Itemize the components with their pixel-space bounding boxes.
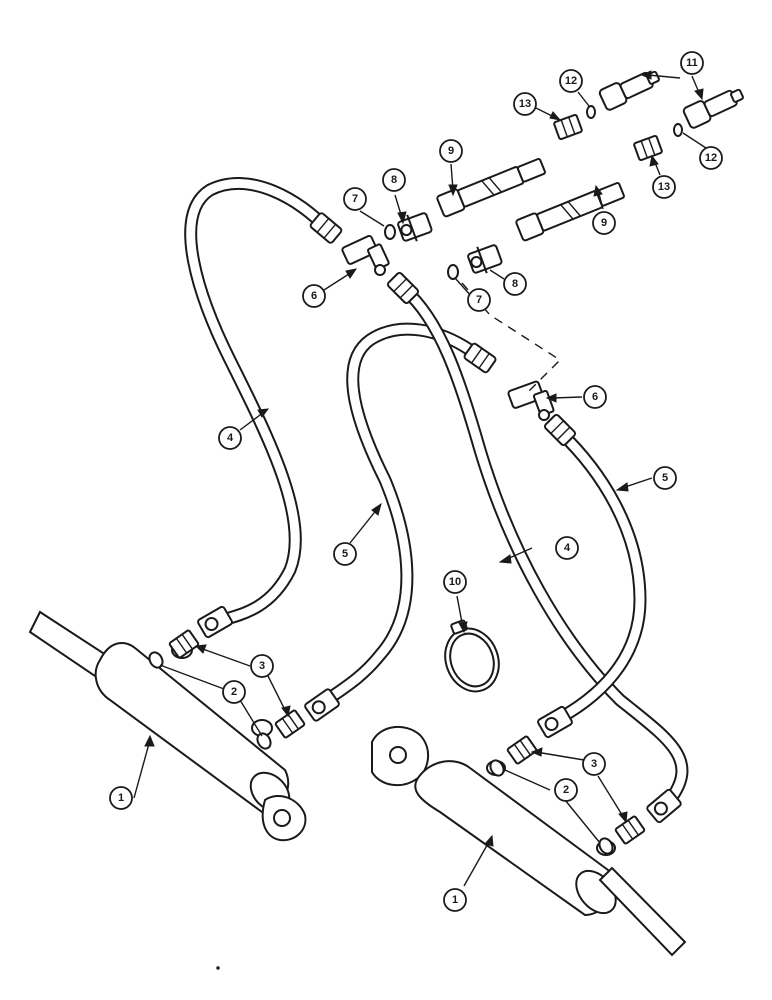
adapter-upper [553, 114, 583, 140]
callout-label: 11 [686, 57, 698, 69]
o-ring-12-lower [673, 123, 683, 137]
callout-label: 7 [352, 193, 358, 205]
callout-label: 7 [476, 294, 482, 306]
callout-5: 5 [653, 466, 677, 490]
callout-2: 2 [222, 680, 246, 704]
callout-label: 6 [592, 391, 598, 403]
hose-end-fitting [646, 788, 682, 824]
o-ring-12-upper [586, 105, 596, 119]
callout-8: 8 [503, 272, 527, 296]
callout-label: 8 [512, 278, 518, 290]
hose-end-fitting [537, 705, 573, 739]
hose-end-fitting [197, 605, 233, 639]
adapter-lower [633, 135, 663, 161]
cylinder-left [28, 610, 307, 842]
callout-label: 13 [658, 181, 670, 193]
hose-end-fittings [197, 212, 682, 824]
coupler-body-lower [467, 244, 503, 274]
callout-9: 9 [439, 139, 463, 163]
callout-label: 2 [563, 784, 569, 796]
callout-12: 12 [559, 69, 583, 93]
callout-label: 12 [565, 75, 577, 87]
o-ring-upper [384, 224, 396, 240]
callout-6: 6 [583, 385, 607, 409]
callout-label: 10 [449, 576, 461, 588]
coupler-body-upper [397, 212, 433, 242]
callout-10: 10 [443, 570, 467, 594]
hose-end-fitting [309, 212, 343, 244]
o-ring-2-right-lower [598, 837, 614, 855]
callout-label: 5 [342, 548, 348, 560]
quick-coupler-upper [598, 70, 660, 111]
port-adapter-right-upper [506, 735, 538, 765]
callout-label: 4 [564, 542, 571, 554]
callout-label: 5 [662, 472, 668, 484]
callout-label: 2 [231, 686, 237, 698]
coupler-hose-upper [436, 157, 546, 218]
hose-end-fitting [304, 688, 340, 722]
callout-4: 4 [218, 426, 242, 450]
speck [216, 966, 220, 970]
port-adapter-left-upper [168, 629, 200, 659]
o-ring-2-right-upper [489, 759, 505, 777]
callout-3: 3 [582, 752, 606, 776]
callout-7: 7 [467, 288, 491, 312]
callout-label: 9 [601, 217, 607, 229]
callout-label: 6 [311, 290, 317, 302]
callout-6: 6 [302, 284, 326, 308]
callout-label: 12 [705, 152, 717, 164]
callout-8: 8 [382, 168, 406, 192]
callout-9: 9 [592, 211, 616, 235]
callout-label: 8 [391, 174, 397, 186]
callout-label: 13 [519, 98, 531, 110]
callout-label: 1 [452, 894, 458, 906]
port-adapter-right-lower [614, 815, 646, 845]
callouts: 1 1 2 2 3 3 4 4 5 5 6 6 7 7 8 8 9 9 10 1… [109, 51, 723, 912]
callout-2: 2 [554, 778, 578, 802]
hose-clamp [444, 619, 500, 693]
callout-1: 1 [443, 888, 467, 912]
callout-12: 12 [699, 146, 723, 170]
o-ring-2-left-upper [148, 651, 164, 669]
port-adapter-left-lower [274, 709, 306, 739]
callout-4: 4 [555, 536, 579, 560]
cylinder-right [371, 726, 687, 957]
callout-label: 3 [259, 660, 265, 672]
callout-1: 1 [109, 786, 133, 810]
o-ring-lower [447, 264, 459, 280]
hose-end-fitting [543, 413, 577, 447]
tee-fitting-lower [507, 380, 555, 421]
callout-7: 7 [343, 187, 367, 211]
callout-3: 3 [250, 654, 274, 678]
o-ring-2-left-lower [256, 732, 272, 750]
hose-end-fitting [386, 271, 420, 305]
hoses [184, 177, 689, 807]
tee-fitting-upper [341, 235, 390, 276]
leader-lines [133, 70, 707, 887]
callout-label: 1 [118, 792, 124, 804]
callout-label: 3 [591, 758, 597, 770]
callout-label: 4 [227, 432, 234, 444]
hose-end-fitting [463, 342, 497, 374]
callout-13: 13 [652, 175, 676, 199]
callout-13: 13 [513, 92, 537, 116]
callout-5: 5 [333, 542, 357, 566]
hose-4-left [184, 177, 333, 629]
coupler-hose-lower [515, 181, 625, 242]
quick-coupler-lower [682, 88, 744, 129]
callout-label: 9 [448, 145, 454, 157]
callout-11: 11 [680, 51, 704, 75]
